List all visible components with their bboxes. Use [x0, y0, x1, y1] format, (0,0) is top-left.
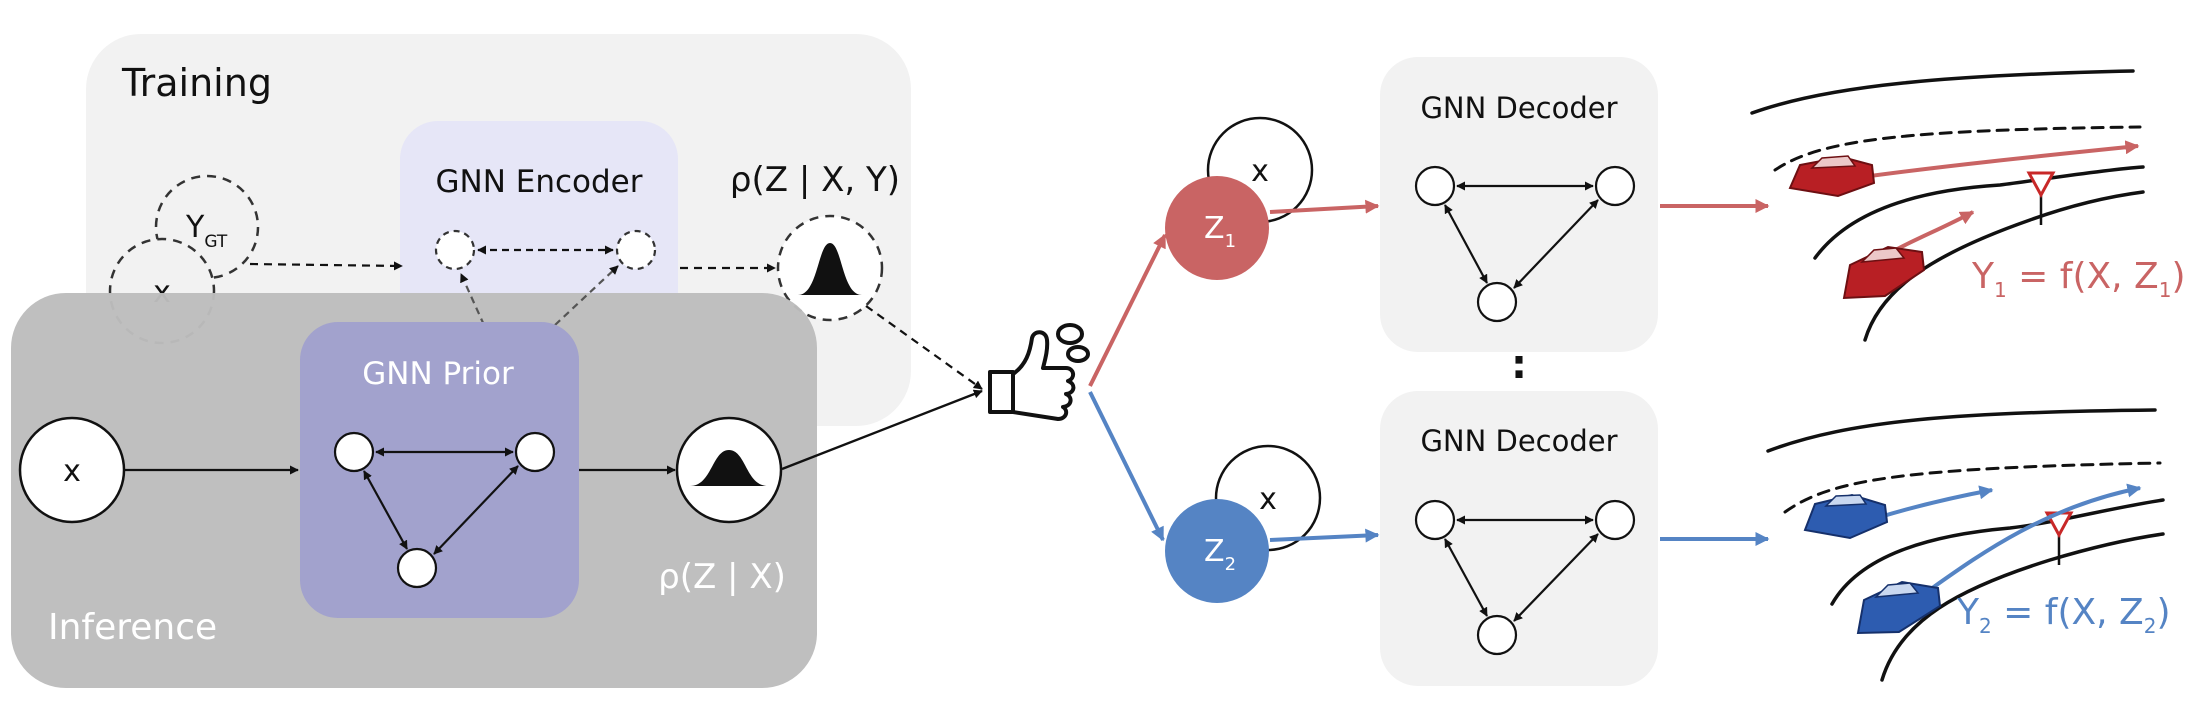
arrow-posterior-to-sample: [865, 305, 983, 390]
prior-title: GNN Prior: [362, 356, 514, 392]
trajectory-bottom-2: [1903, 483, 2142, 609]
decoder-top-node-bottom: [1476, 281, 1518, 323]
arrow-sample-to-z2: [1088, 391, 1165, 542]
prior-node-bottom: [396, 547, 438, 589]
decoder-top-node-right: [1594, 165, 1636, 207]
encoder-to-prior-edge-left: [459, 273, 486, 326]
decoder-bottom-node-bottom: [1476, 614, 1518, 656]
decoder-bottom-node-left: [1414, 499, 1456, 541]
arrow-dist-to-sample: [781, 389, 983, 471]
road-scene-bottom: [1766, 408, 2165, 682]
decoder-top-edge-left: [1444, 204, 1488, 284]
posterior-gaussian-icon: [798, 243, 862, 295]
trajectory-bottom-1: [1879, 485, 1994, 519]
car-red-2-icon: [1842, 245, 1926, 300]
car-red-1-icon: [1788, 155, 1876, 198]
x-top-label: x: [1251, 154, 1269, 189]
prior-node-right: [514, 431, 556, 473]
car-blue-2-icon: [1856, 580, 1942, 635]
encoder-node-right: [615, 229, 657, 271]
decoder-bottom-node-right: [1594, 499, 1636, 541]
x-infer-label: x: [63, 454, 81, 489]
arrow-z1-to-decoder: [1269, 199, 1380, 214]
z1-label: Z1: [1204, 211, 1236, 252]
arrow-input-to-encoder: [249, 261, 403, 271]
encoder-to-prior-edge-right: [554, 265, 619, 326]
z1-node: [1165, 176, 1269, 280]
yield-sign-top-icon: [2026, 171, 2056, 225]
trajectory-top-1: [1854, 140, 2140, 180]
output-y2-label: Y2 = f(X, Z2): [1956, 592, 2171, 638]
yield-sign-bottom-icon: [2044, 511, 2074, 565]
posterior-label: ρ(Z | X, Y): [730, 160, 900, 200]
output-y1-label: Y1 = f(X, Z1): [1971, 256, 2186, 302]
z2-label: Z2: [1204, 534, 1236, 575]
ygt-label: YGT: [185, 210, 228, 252]
decoder-bottom-edge-right: [1513, 533, 1599, 622]
decoder-bottom-title: GNN Decoder: [1420, 424, 1617, 458]
prior-gaussian-icon: [690, 450, 768, 486]
decoder-top-title: GNN Decoder: [1420, 91, 1617, 125]
arrow-z2-to-decoder: [1269, 528, 1380, 543]
thumbs-up-sample-icon: [988, 323, 1090, 421]
prior-dist-label: ρ(Z | X): [658, 557, 786, 597]
prior-edge-right: [433, 465, 519, 555]
x-bottom-label: x: [1259, 482, 1277, 517]
prior-edge-left: [363, 470, 408, 550]
encoder-node-left: [434, 229, 476, 271]
decoder-top-node-left: [1414, 165, 1456, 207]
inference-title: Inference: [48, 607, 217, 648]
prior-node-left: [333, 431, 375, 473]
encoder-title: GNN Encoder: [436, 164, 643, 200]
z2-node: [1165, 499, 1269, 603]
decoder-top-edge-right: [1513, 199, 1599, 289]
road-scene-top: [1750, 69, 2145, 342]
training-title: Training: [121, 61, 272, 105]
decoder-bottom-edge-left: [1444, 538, 1488, 617]
arrow-sample-to-z1: [1088, 233, 1167, 387]
car-blue-1-icon: [1803, 493, 1889, 540]
decoder-ellipsis: :: [1511, 342, 1527, 388]
